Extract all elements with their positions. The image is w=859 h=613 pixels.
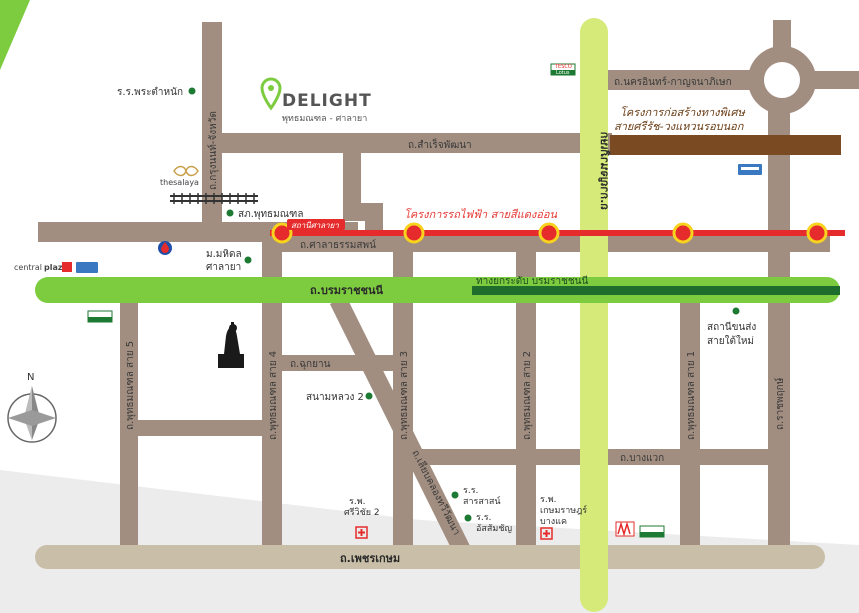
salaya-station-badge (287, 219, 345, 230)
poi-mahidol (244, 256, 252, 264)
road-cross-west (128, 420, 273, 436)
buddha-statue-icon (218, 322, 244, 368)
poi-sor-kor (226, 209, 234, 217)
label-school-assumption-2: อัสสัมชัญ (476, 524, 512, 534)
roundabout (748, 46, 816, 114)
label-school-sarasas-2: สารสาสน์ (463, 495, 501, 507)
label-bang-waek: ถ.บางแวก (620, 453, 664, 464)
label-phutthamonthon-2: ถ.พุทธมณฑล สาย 2 (522, 351, 533, 440)
road-kanchanaphisek (580, 18, 608, 612)
station-3 (538, 222, 560, 244)
logo-title: DELIGHT (282, 91, 372, 111)
station-4 (672, 222, 694, 244)
label-salaya-station: สถานีศาลายา (291, 221, 339, 230)
label-nakhon-in: ถ.นครอินทร์-กาญจนาภิเษก (614, 76, 732, 88)
location-pin-icon (260, 77, 282, 111)
tesco-lotus-badge: TESCO Lotus (550, 63, 576, 76)
road-connector-vertical (343, 150, 361, 210)
background-shade (0, 470, 859, 613)
label-school-assumption-1: ร.ร. (476, 513, 491, 523)
poi-school-phra-tamnak (188, 87, 196, 95)
poi-sanam-luang (365, 392, 373, 400)
road-krung-thep-nonthaburi (202, 22, 222, 230)
homepro-badge (738, 164, 762, 175)
label-special-road-1: โครงการก่อสร้างทางพิเศษ (620, 106, 746, 119)
label-hospital-srivichai-2: ศรีวิชัย 2 (344, 507, 380, 518)
roundabout-north-arm (773, 20, 791, 56)
label-boromratchonnani-overpass: ทางยกระดับ บรมราชชนนี (476, 275, 588, 287)
road-ratchaphruek (768, 100, 790, 550)
corner-accent (0, 0, 30, 70)
thesalaya-logo: thesalaya (160, 165, 199, 187)
hospital-icon (355, 526, 368, 539)
label-ratchaphruek: ถ.ราชพฤกษ์ (774, 377, 786, 430)
label-special-road-2: สายศรีรัช-วงแหวนรอบนอก (614, 120, 745, 133)
tesco-label: TESCO (554, 64, 572, 70)
compass-icon: N (7, 372, 57, 443)
road-boromratchonnani-overpass (472, 286, 840, 295)
label-school-phra-tamnak: ร.ร.พระตำหนัก (117, 87, 183, 98)
label-bus-terminal-2: สายใต้ใหม่ (707, 335, 754, 347)
label-phutthamonthon-5: ถ.พุทธมณฑล สาย 5 (125, 341, 136, 430)
label-salathammasop: ถ.ศาลาธรรมสพน์ (300, 239, 376, 251)
label-school-sarasas-1: ร.ร. (463, 486, 478, 496)
label-phutthamonthon-3: ถ.พุทธมณฑล สาย 3 (399, 351, 410, 440)
gas-station-icon (158, 241, 172, 255)
label-phutthamonthon-1: ถ.พุทธมณฑล สาย 1 (686, 351, 697, 440)
label-mahidol-1: ม.มหิดล (206, 249, 242, 260)
delight-logo: DELIGHT พุทธมณฑล - ศาลายา (260, 77, 372, 124)
hospital-icon (540, 527, 553, 540)
label-kanchanaphisek: ถ.กาญจนาภิเษก (598, 132, 611, 210)
railway-track-icon (170, 193, 258, 204)
road-boromratchonnani (35, 277, 840, 303)
logo-subtitle: พุทธมณฑล - ศาลายา (282, 114, 367, 124)
station-salaya (271, 222, 293, 244)
label-samruaphatthana: ถ.สำเร็จพัฒนา (408, 137, 472, 151)
tesco-lotus-badge (87, 310, 113, 323)
label-hospital-kasemrad-1: ร.พ. (540, 495, 557, 505)
station-2 (403, 222, 425, 244)
tesco-lotus-badge (639, 525, 665, 538)
road-nakhon-in (590, 70, 750, 90)
compass-north-label: N (27, 372, 34, 383)
label-red-line: โครงการรถไฟฟ้า สายสีแดงอ่อน (404, 208, 558, 221)
plaza-label: plaza (44, 263, 68, 272)
poi-bus-terminal (732, 307, 740, 315)
makro-badge (615, 521, 635, 537)
label-krung-thep-nonthaburi: ถ.กรุงนนท์-จังหวัด (207, 111, 219, 190)
label-sanam-luang: สนามหลวง 2 (306, 392, 364, 403)
central-plaza-logo: central plaza (14, 262, 98, 273)
central-label: central (14, 263, 42, 272)
label-sor-kor: สภ.พุทธมณฑล (238, 209, 303, 220)
label-chuyan: ถ.ฉุกยาน (290, 359, 331, 370)
road-samruaphatthana (202, 133, 612, 153)
road-khlong-thawi-watthana (329, 296, 471, 554)
road-phutthamonthon-4 (262, 235, 282, 550)
special-road-band (610, 135, 841, 155)
label-hospital-srivichai-1: ร.พ. (349, 497, 366, 507)
red-line-stations (271, 222, 828, 244)
lotus-label: Lotus (556, 70, 570, 76)
thesalaya-label: thesalaya (160, 178, 199, 187)
road-phetkasem (35, 545, 825, 569)
label-mahidol-2: ศาลายา (206, 262, 241, 273)
station-5 (806, 222, 828, 244)
poi-markers (188, 87, 740, 522)
road-phutthamonthon-2 (516, 235, 536, 550)
label-boromratchonnani: ถ.บรมราชชนนี (310, 284, 384, 297)
road-phutthamonthon-1 (680, 300, 700, 550)
roundabout-east-arm (802, 71, 859, 89)
label-hospital-kasemrad-2: เกษมราษฎร์ (540, 504, 587, 516)
label-bus-terminal-1: สถานีขนส่ง (707, 321, 756, 333)
label-hospital-kasemrad-3: บางแค (540, 517, 567, 527)
road-phutthamonthon-3 (393, 235, 413, 550)
poi-school-sarasas (451, 491, 459, 499)
label-phetkasem: ถ.เพชรเกษม (340, 552, 400, 565)
poi-school-assumption (464, 514, 472, 522)
label-phutthamonthon-4: ถ.พุทธมณฑล สาย 4 (268, 351, 279, 440)
